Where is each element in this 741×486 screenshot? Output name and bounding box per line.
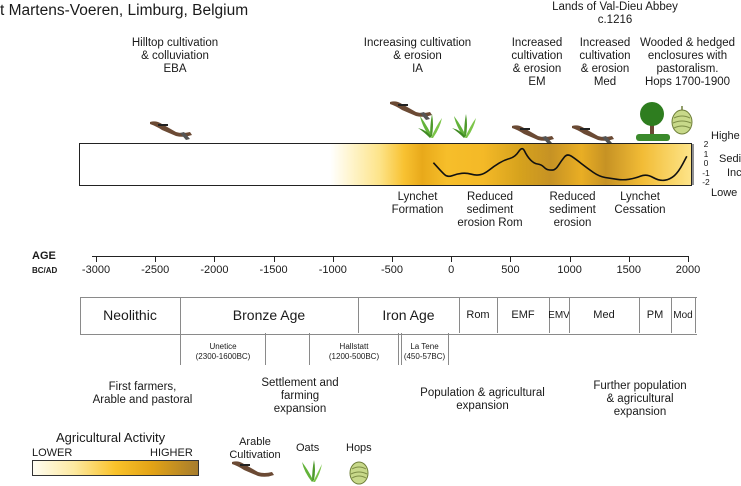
- period-med: Med: [569, 297, 640, 333]
- age-tick-label: -3000: [81, 264, 111, 276]
- age-label: AGE: [32, 250, 56, 262]
- plough-icon: [232, 461, 274, 477]
- hops-icon: [671, 105, 693, 135]
- band-label-lower: Lowe: [711, 187, 738, 199]
- hallstatt-left-divider: [309, 333, 310, 365]
- first-farmers-note: First farmers,Arable and pastoral: [92, 381, 193, 406]
- age-tick: [688, 256, 689, 262]
- band-label-higher: Highe: [711, 130, 740, 142]
- age-tick-label: 2000: [675, 264, 701, 276]
- period-bronze-age: Bronze Age: [180, 297, 359, 333]
- age-tick: [96, 256, 97, 262]
- bronze-sub-divider: [180, 333, 181, 365]
- age-tick-label: 500: [501, 264, 520, 276]
- legend-lower: LOWER: [32, 447, 73, 459]
- period-neolithic: Neolithic: [80, 297, 181, 333]
- sub-period-la-tene: La Tene(450-57BC): [403, 342, 446, 361]
- legend-higher: HIGHER: [150, 447, 193, 459]
- oats-icon: [418, 114, 442, 138]
- period-emv: EMV: [549, 297, 570, 333]
- age-axis-line: [92, 256, 688, 257]
- period-mod: Mod: [671, 297, 696, 333]
- age-tick-label: -2500: [141, 264, 170, 276]
- age-unit: BC/AD: [32, 266, 58, 275]
- age-tick-label: 0: [448, 264, 455, 276]
- age-tick: [628, 256, 630, 262]
- plough-icon: [512, 125, 554, 144]
- period-emf: EMF: [497, 297, 550, 333]
- tree-icon: [636, 102, 670, 141]
- period-pm: PM: [639, 297, 672, 333]
- age-tick: [214, 256, 216, 262]
- age-tick-label: -2000: [200, 264, 229, 276]
- period-iron-age: Iron Age: [358, 297, 460, 333]
- age-tick: [392, 256, 393, 262]
- period-bar: [80, 297, 697, 335]
- age-tick: [569, 256, 571, 262]
- age-tick-label: -1500: [259, 264, 288, 276]
- age-tick: [273, 256, 275, 262]
- age-tick: [155, 256, 157, 262]
- oats-icon: [302, 460, 322, 482]
- period-rom: Rom: [459, 297, 498, 333]
- age-tick: [510, 256, 512, 262]
- activity-band: [79, 143, 694, 186]
- activity-gradient-legend: [32, 460, 199, 476]
- age-tick-label: 1500: [616, 264, 642, 276]
- age-tick-label: -500: [380, 264, 404, 276]
- page-title: t Martens-Voeren, Limburg, Belgium: [0, 2, 249, 19]
- sub-period-unetice: Unetice(2300-1600BC): [195, 342, 251, 361]
- age-tick-label: -1000: [318, 264, 347, 276]
- unetice-right-divider: [265, 333, 266, 365]
- hops-icon: [349, 461, 369, 485]
- plough-icon: [572, 125, 614, 144]
- legend-oats: Oats: [296, 442, 320, 454]
- band-label-inc: Inc: [727, 167, 741, 179]
- age-tick-label: 1000: [557, 264, 582, 276]
- age-tick: [451, 256, 453, 262]
- hallstatt-right-divider: [398, 333, 399, 365]
- latene-left-divider: [401, 333, 402, 365]
- top-icons: [150, 101, 693, 144]
- plough-icon: [150, 121, 192, 140]
- band-label-sedi: Sedi: [719, 153, 741, 165]
- legend-icons: [232, 460, 369, 485]
- sediment-curve: [432, 147, 688, 182]
- plough-icon: [390, 101, 432, 120]
- legend-title: Agricultural Activity: [56, 430, 166, 445]
- latene-right-divider: [448, 333, 449, 365]
- sub-period-hallstatt: Hallstatt(1200-500BC): [328, 342, 380, 361]
- oats-icon: [452, 114, 476, 138]
- legend-hops: Hops: [346, 442, 372, 454]
- age-tick: [332, 256, 334, 262]
